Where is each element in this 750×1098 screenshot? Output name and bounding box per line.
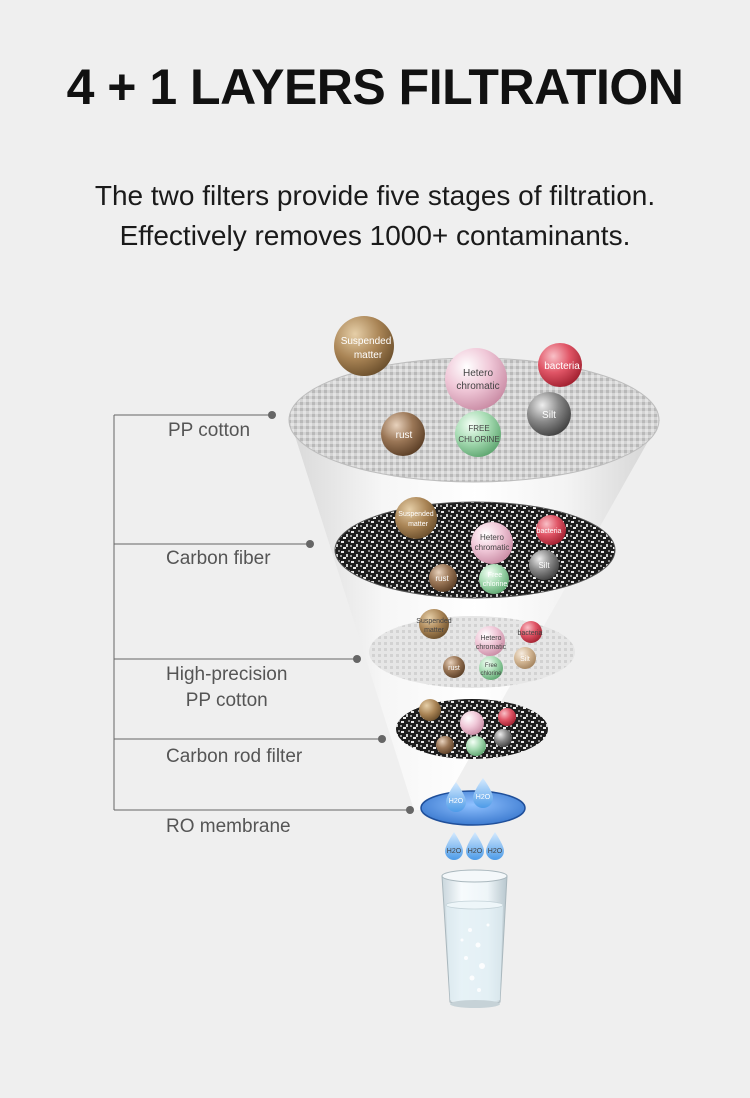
svg-text:H2O: H2O	[468, 848, 483, 855]
svg-text:Free: Free	[485, 663, 498, 669]
svg-text:chromatic: chromatic	[475, 543, 510, 552]
particle-rust: rust	[381, 412, 425, 456]
svg-text:Hetero: Hetero	[480, 635, 501, 642]
particle-suspended-matter: Suspended matter	[334, 316, 394, 376]
water-glass	[441, 869, 508, 1008]
h2o-droplets-falling: H2O H2O H2O	[445, 832, 504, 860]
label-carbon-rod: Carbon rod filter	[166, 746, 303, 767]
svg-text:chromatic: chromatic	[456, 381, 499, 392]
label-pp-cotton: PP cotton	[168, 420, 251, 441]
label-carbon-fiber: Carbon fiber	[166, 548, 271, 569]
h2o-droplets-membrane: H2O H2O	[446, 778, 493, 812]
svg-text:Suspended: Suspended	[416, 618, 452, 625]
svg-text:H2O: H2O	[449, 798, 464, 805]
svg-text:Hetero: Hetero	[463, 368, 493, 379]
svg-text:H2O: H2O	[476, 794, 491, 801]
page-title: 4 + 1 LAYERS FILTRATION	[66, 59, 684, 115]
svg-text:CHLORINE: CHLORINE	[458, 435, 499, 444]
layer-high-precision-pp	[369, 616, 575, 688]
label-ro-membrane: RO membrane	[166, 816, 291, 837]
svg-text:bacteria: bacteria	[544, 361, 580, 372]
svg-text:rust: rust	[396, 430, 413, 441]
svg-text:bacteria: bacteria	[537, 528, 562, 535]
svg-text:Suspended: Suspended	[341, 336, 392, 347]
svg-text:matter: matter	[408, 521, 429, 528]
particle-silt: Silt	[527, 392, 571, 436]
svg-text:chromatic: chromatic	[476, 644, 507, 651]
subtitle-line-2: Effectively removes 1000+ contaminants.	[119, 220, 631, 251]
layer-ro-membrane	[420, 790, 526, 826]
label-high-precision-line-1: High-precision	[166, 664, 288, 685]
subtitle-line-1: The two filters provide five stages of f…	[94, 180, 656, 211]
svg-text:Hetero: Hetero	[480, 533, 505, 542]
svg-text:Silt: Silt	[542, 410, 556, 421]
svg-text:rust: rust	[448, 665, 460, 672]
particle-bacteria: bacteria	[538, 343, 582, 387]
svg-text:chlorine: chlorine	[483, 581, 508, 588]
svg-text:Suspended: Suspended	[398, 511, 434, 518]
label-high-precision-pp: High-precision PP cotton	[166, 662, 287, 714]
leader-lines	[113, 414, 410, 811]
particles-layer-4	[419, 699, 516, 756]
svg-text:Silt: Silt	[520, 656, 530, 663]
particle-free-chlorine: FREE CHLORINE	[455, 411, 501, 457]
svg-text:H2O: H2O	[488, 848, 503, 855]
svg-text:rust: rust	[435, 574, 449, 583]
svg-text:Silt: Silt	[538, 561, 550, 570]
particles-layer-2: Suspended matter Hetero chromatic bacter…	[395, 497, 566, 594]
page-subtitle: The two filters provide five stages of f…	[0, 176, 750, 256]
leader-dots	[268, 411, 414, 814]
svg-text:FREE: FREE	[468, 424, 489, 433]
svg-text:matter: matter	[354, 350, 383, 361]
svg-text:matter: matter	[424, 627, 445, 634]
svg-text:Free: Free	[488, 572, 503, 579]
svg-text:bacteria: bacteria	[518, 630, 543, 637]
label-high-precision-line-2: PP cotton	[185, 690, 268, 711]
particles-layer-3: Suspended matter Hetero chromatic bacter…	[416, 609, 543, 680]
svg-text:H2O: H2O	[447, 848, 462, 855]
particle-hetero-chromatic: Hetero chromatic	[445, 348, 507, 410]
svg-text:chlorine: chlorine	[480, 671, 502, 677]
